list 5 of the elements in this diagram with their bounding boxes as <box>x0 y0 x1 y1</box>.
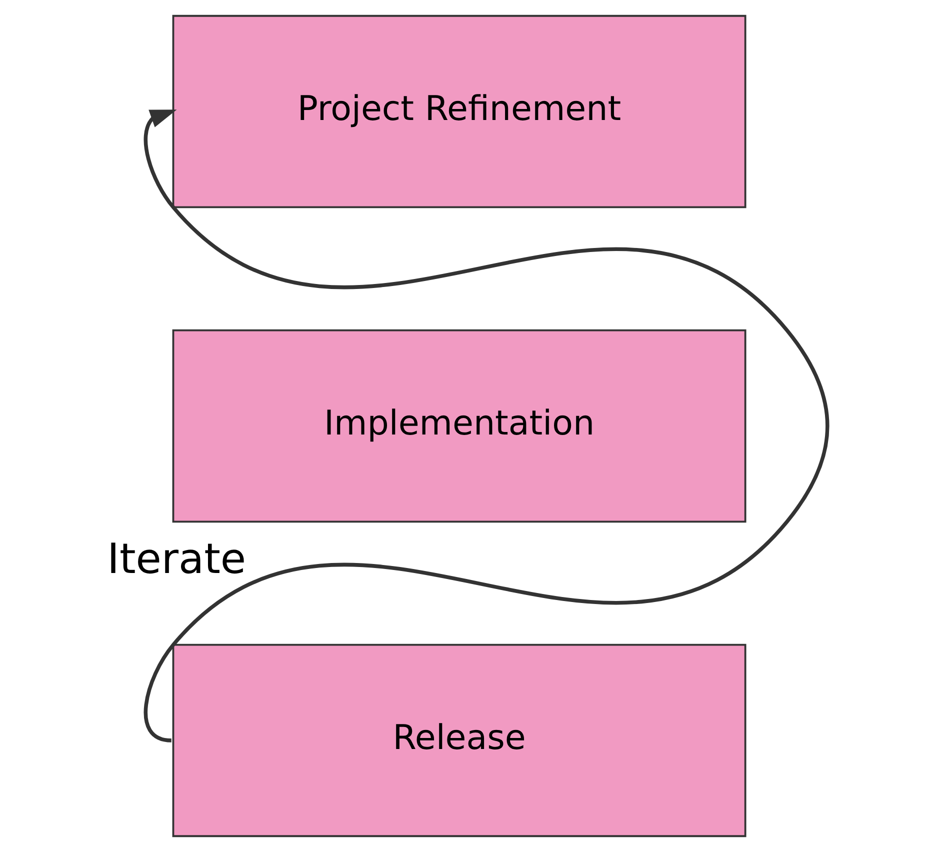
node-box: Release <box>172 644 746 838</box>
node-box: Project Refinement <box>172 14 746 208</box>
node-box: Implementation <box>172 329 746 523</box>
edge-label: Iterate <box>107 534 246 583</box>
arrow <box>144 110 830 742</box>
